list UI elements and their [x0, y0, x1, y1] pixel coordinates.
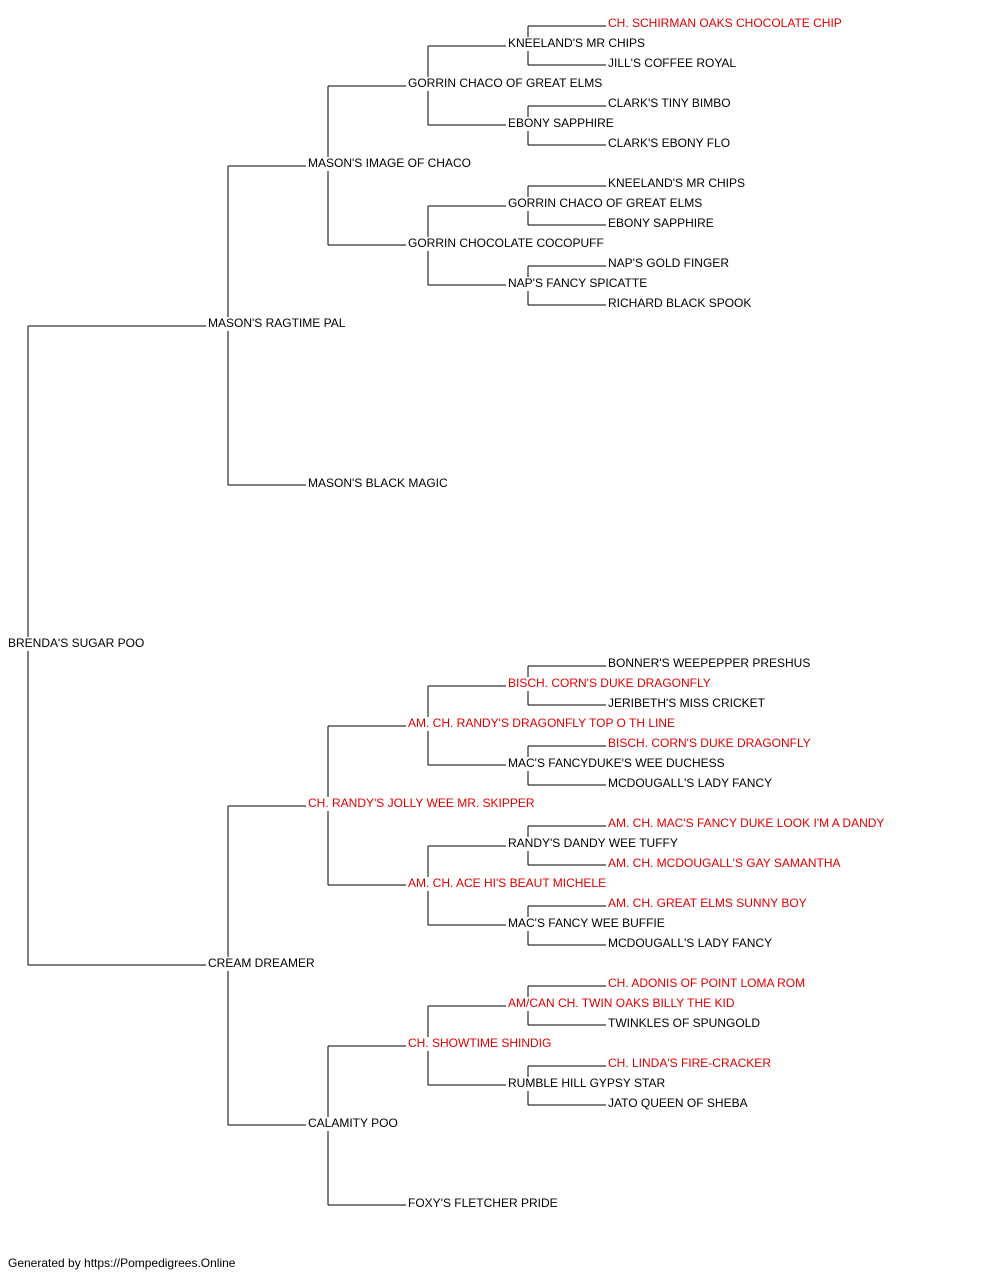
dog-name: AM/CAN CH. TWIN OAKS BILLY THE KID — [508, 996, 735, 1010]
dog-name: NAP'S FANCY SPICATTE — [508, 276, 647, 290]
dog-name: JATO QUEEN OF SHEBA — [608, 1096, 748, 1110]
dog-name: MASON'S IMAGE OF CHACO — [308, 156, 471, 170]
dog-name: JILL'S COFFEE ROYAL — [608, 56, 736, 70]
dog-name: MCDOUGALL'S LADY FANCY — [608, 936, 772, 950]
dog-name: CREAM DREAMER — [208, 956, 315, 970]
dog-name: AM. CH. MCDOUGALL'S GAY SAMANTHA — [608, 856, 841, 870]
dog-name: JERIBETH'S MISS CRICKET — [608, 696, 766, 710]
dog-name: BISCH. CORN'S DUKE DRAGONFLY — [508, 676, 711, 690]
dog-name: GORRIN CHACO OF GREAT ELMS — [508, 196, 702, 210]
dog-name: EBONY SAPPHIRE — [608, 216, 714, 230]
dog-name: AM. CH. MAC'S FANCY DUKE LOOK I'M A DAND… — [608, 816, 884, 830]
dog-name: MCDOUGALL'S LADY FANCY — [608, 776, 772, 790]
dog-name: GORRIN CHACO OF GREAT ELMS — [408, 76, 602, 90]
dog-name: EBONY SAPPHIRE — [508, 116, 614, 130]
dog-name: BONNER'S WEEPEPPER PRESHUS — [608, 656, 810, 670]
dog-name: FOXY'S FLETCHER PRIDE — [408, 1196, 558, 1210]
dog-name: MAC'S FANCY WEE BUFFIE — [508, 916, 665, 930]
dog-name: AM. CH. RANDY'S DRAGONFLY TOP O TH LINE — [408, 716, 675, 730]
dog-name: CH. ADONIS OF POINT LOMA ROM — [608, 976, 805, 990]
dog-name: MASON'S BLACK MAGIC — [308, 476, 448, 490]
dog-name: RUMBLE HILL GYPSY STAR — [508, 1076, 665, 1090]
dog-name: CH. RANDY'S JOLLY WEE MR. SKIPPER — [308, 796, 535, 810]
dog-name: MAC'S FANCYDUKE'S WEE DUCHESS — [508, 756, 725, 770]
dog-name: RICHARD BLACK SPOOK — [608, 296, 751, 310]
dog-name: CALAMITY POO — [308, 1116, 398, 1130]
dog-name: CLARK'S TINY BIMBO — [608, 96, 731, 110]
footer-credit: Generated by https://Pompedigrees.Online — [8, 1256, 236, 1270]
dog-name: BRENDA'S SUGAR POO — [8, 636, 144, 650]
dog-name: CLARK'S EBONY FLO — [608, 136, 730, 150]
dog-name: MASON'S RAGTIME PAL — [208, 316, 346, 330]
dog-name: TWINKLES OF SPUNGOLD — [608, 1016, 760, 1030]
dog-name: CH. SHOWTIME SHINDIG — [408, 1036, 551, 1050]
dog-name: RANDY'S DANDY WEE TUFFY — [508, 836, 678, 850]
dog-name: GORRIN CHOCOLATE COCOPUFF — [408, 236, 604, 250]
dog-name: AM. CH. ACE HI'S BEAUT MICHELE — [408, 876, 606, 890]
dog-name: AM. CH. GREAT ELMS SUNNY BOY — [608, 896, 807, 910]
dog-name: KNEELAND'S MR CHIPS — [608, 176, 745, 190]
dog-name: NAP'S GOLD FINGER — [608, 256, 729, 270]
dog-name: CH. SCHIRMAN OAKS CHOCOLATE CHIP — [608, 16, 842, 30]
dog-name: KNEELAND'S MR CHIPS — [508, 36, 645, 50]
dog-name: BISCH. CORN'S DUKE DRAGONFLY — [608, 736, 811, 750]
dog-name: CH. LINDA'S FIRE-CRACKER — [608, 1056, 771, 1070]
